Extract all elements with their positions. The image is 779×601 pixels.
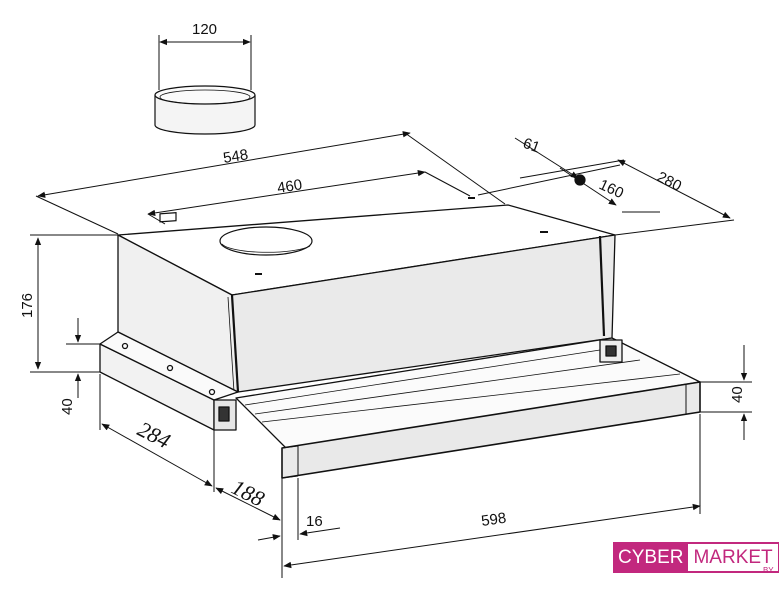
dim-text-280: 280 xyxy=(654,168,684,195)
logo-part-cyber: CYBER xyxy=(613,542,689,573)
dim-text-598: 598 xyxy=(480,510,507,530)
dim-text-40-right: 40 xyxy=(729,386,746,403)
dim-text-548: 548 xyxy=(222,146,249,167)
logo-market-text: MARKET xyxy=(693,547,773,568)
cybermarket-logo: CYBER MARKET .BY xyxy=(613,542,779,575)
dim-text-160: 160 xyxy=(596,176,626,202)
dimension-120 xyxy=(158,35,252,90)
dim-text-61: 61 xyxy=(521,135,542,157)
lower-housing xyxy=(99,331,701,479)
logo-part-market: MARKET .BY xyxy=(688,542,779,575)
logo-by-suffix: .BY xyxy=(760,566,774,575)
duct-collar xyxy=(154,85,256,135)
switch xyxy=(218,406,230,422)
duct-opening xyxy=(219,226,313,256)
dim-text-176: 176 xyxy=(19,293,36,318)
dimension-lines xyxy=(30,131,752,578)
dim-text-188: 188 xyxy=(228,474,269,511)
dim-text-40-left: 40 xyxy=(59,398,76,415)
dim-text-120: 120 xyxy=(192,21,217,38)
dim-text-16: 16 xyxy=(306,513,323,530)
dim-text-460: 460 xyxy=(276,176,303,197)
dim-text-284: 284 xyxy=(134,416,175,453)
